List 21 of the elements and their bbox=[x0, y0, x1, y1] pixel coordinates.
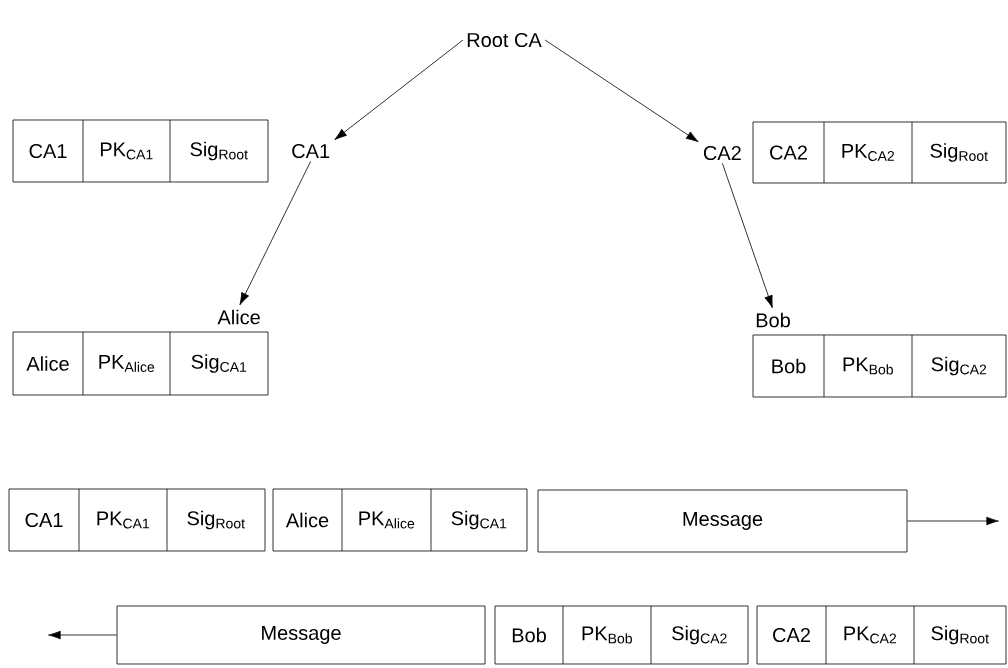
arrow bbox=[907, 516, 999, 526]
certificate-box: CA2 PK$_{CA2}$ Sig$_{Root}$ bbox=[752, 121, 1007, 184]
certificate-box: Bob PK$_{Bob}$ Sig$_{CA2}$ bbox=[494, 605, 749, 665]
arrow bbox=[334, 39, 464, 140]
node-label: Root CA bbox=[467, 32, 542, 48]
certificate-box: Bob PK$_{Bob}$ Sig$_{CA2}$ bbox=[752, 334, 1007, 398]
certificate-box: Alice PK$_{Alice}$ Sig$_{CA1}$ bbox=[272, 488, 528, 552]
certificate-box: Alice PK$_{Alice}$ Sig$_{CA1}$ bbox=[12, 331, 269, 396]
arrow bbox=[721, 162, 773, 309]
certificate-box: CA1 PK$_{CA1}$ Sig$_{Root}$ bbox=[12, 119, 269, 183]
node-label: Bob bbox=[756, 312, 790, 328]
message-box: Message bbox=[116, 605, 486, 665]
arrow bbox=[239, 160, 312, 306]
node-label: Alice bbox=[217, 309, 260, 325]
arrow bbox=[544, 39, 699, 143]
node-label: CA2 bbox=[703, 145, 741, 161]
certificate-box: CA2 PK$_{CA2}$ Sig$_{Root}$ bbox=[756, 605, 1007, 665]
arrow bbox=[48, 630, 117, 640]
certificate-box: CA1 PK$_{CA1}$ Sig$_{Root}$ bbox=[8, 488, 266, 552]
message-box: Message bbox=[537, 489, 908, 553]
node-label: CA1 bbox=[292, 143, 330, 159]
